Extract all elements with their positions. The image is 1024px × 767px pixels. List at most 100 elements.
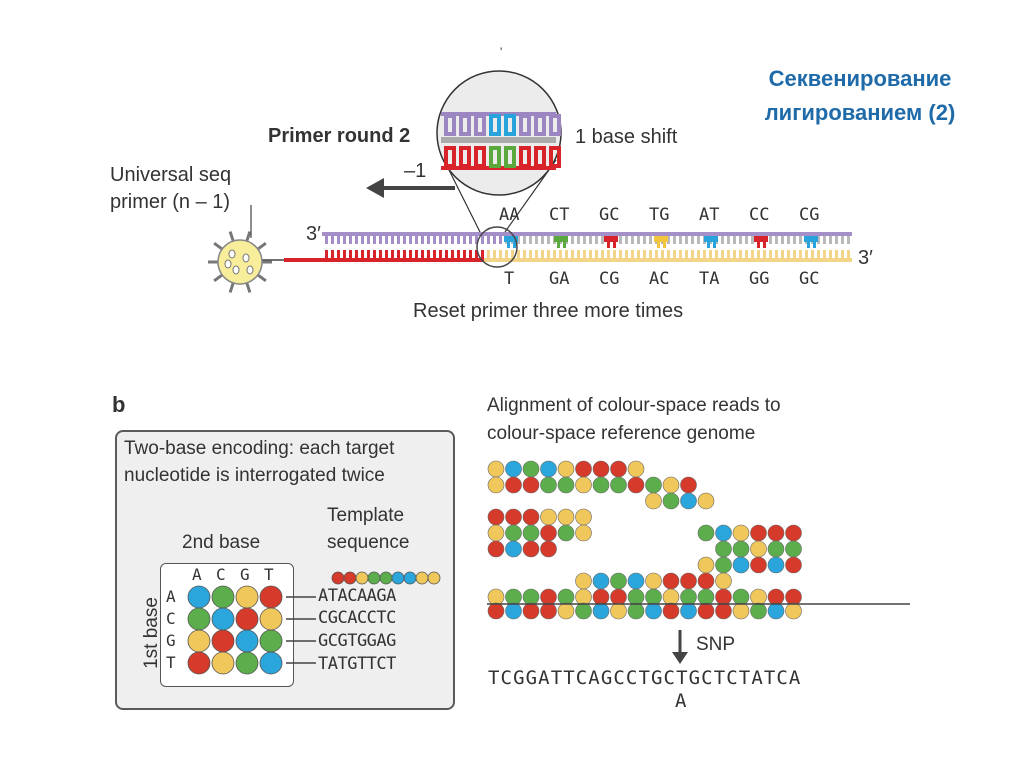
bottom-rung — [493, 250, 496, 258]
svg-text:': ' — [500, 45, 502, 59]
template-bottom-strand — [484, 258, 852, 262]
read-bead — [767, 556, 785, 574]
top-rung — [421, 236, 424, 244]
second-base-label: 2nd base — [182, 532, 261, 553]
sequence-4: TATGTTCT — [318, 654, 396, 674]
encoding-title-line2: nucleotide is interrogated twice — [124, 465, 385, 486]
template-bead — [355, 571, 369, 585]
top-rung — [499, 236, 502, 244]
bottom-rung — [763, 250, 766, 258]
top-rung — [349, 236, 352, 244]
top-rung — [331, 236, 334, 244]
bottom-rung — [631, 250, 634, 258]
read-bead — [732, 588, 750, 606]
bottom-rung — [433, 250, 436, 258]
alignment-title-line1: Alignment of colour-space reads to — [487, 395, 781, 416]
top-pair-1: AA — [499, 205, 520, 225]
primer-strand — [284, 258, 484, 262]
top-rung — [547, 236, 550, 244]
dna-duplex — [284, 232, 852, 262]
top-rung — [445, 236, 448, 244]
bottom-rung — [613, 250, 616, 258]
bottom-rung — [799, 250, 802, 258]
snp-label: SNP — [696, 634, 736, 655]
col-header-c: C — [216, 565, 226, 584]
top-rung — [781, 236, 784, 244]
template-label-line1: Template — [327, 505, 405, 526]
bottom-rung — [847, 250, 850, 258]
probe-stem — [607, 242, 610, 248]
probe-mark — [554, 236, 568, 242]
read-bead — [697, 572, 715, 590]
top-rung — [463, 236, 466, 244]
top-rung — [493, 236, 496, 244]
top-rung — [361, 236, 364, 244]
read-bead — [487, 602, 505, 620]
bottom-rung — [637, 250, 640, 258]
read-bead — [785, 602, 802, 620]
template-bead — [367, 571, 381, 585]
read-bead — [715, 556, 732, 574]
bottom-rung — [331, 250, 334, 258]
col-header-g: G — [240, 565, 250, 584]
read-bead — [732, 602, 750, 620]
probe-stem — [613, 242, 616, 248]
read-bead — [575, 476, 592, 494]
bottom-rung — [577, 250, 580, 258]
read-bead — [645, 602, 662, 620]
three-prime-left: 3′ — [306, 223, 321, 245]
read-bead — [645, 476, 662, 494]
bottom-rung — [385, 250, 388, 258]
probe-stem — [707, 242, 710, 248]
comb-tooth — [474, 114, 486, 136]
probe-mark — [604, 236, 618, 242]
top-pair-3: GC — [599, 205, 620, 225]
probe-mark — [754, 236, 768, 242]
template-bead — [427, 571, 441, 585]
read-bead — [575, 572, 592, 590]
top-rung — [433, 236, 436, 244]
top-rung — [487, 236, 490, 244]
bottom-rung — [775, 250, 778, 258]
read-bead — [767, 540, 785, 558]
bottom-pair-7: GC — [799, 269, 820, 289]
matrix-cell — [259, 651, 283, 675]
bottom-rung — [667, 250, 670, 258]
slide-title-line2: лигированием (2) — [764, 100, 956, 125]
probe-stem — [713, 242, 716, 248]
bottom-rung — [787, 250, 790, 258]
bottom-rung — [679, 250, 682, 258]
read-bead — [627, 602, 645, 620]
read-bead — [750, 588, 767, 606]
bottom-rung — [745, 250, 748, 258]
top-rung — [379, 236, 382, 244]
bottom-rung — [769, 250, 772, 258]
comb-divider — [441, 137, 556, 143]
bottom-rung — [703, 250, 706, 258]
read-bead — [557, 508, 575, 526]
bottom-rung — [499, 250, 502, 258]
matrix-cell — [211, 607, 235, 631]
matrix-cell — [259, 607, 283, 631]
bottom-rung — [619, 250, 622, 258]
top-rung — [727, 236, 730, 244]
probe-mark — [704, 236, 718, 242]
top-rung — [679, 236, 682, 244]
read-bead — [575, 524, 592, 542]
bottom-rung — [733, 250, 736, 258]
read-bead — [767, 588, 785, 606]
top-rung — [475, 236, 478, 244]
top-rung — [367, 236, 370, 244]
read-bead — [750, 540, 767, 558]
top-rung — [817, 236, 820, 244]
read-bead — [557, 460, 575, 478]
read-bead — [557, 602, 575, 620]
bottom-rung — [361, 250, 364, 258]
template-bead — [403, 571, 417, 585]
bottom-rung — [367, 250, 370, 258]
read-bead — [680, 572, 697, 590]
top-rung — [841, 236, 844, 244]
probe-stem — [763, 242, 766, 248]
bead-spike — [213, 273, 224, 283]
sequence-3: GCGTGGAG — [318, 631, 396, 651]
